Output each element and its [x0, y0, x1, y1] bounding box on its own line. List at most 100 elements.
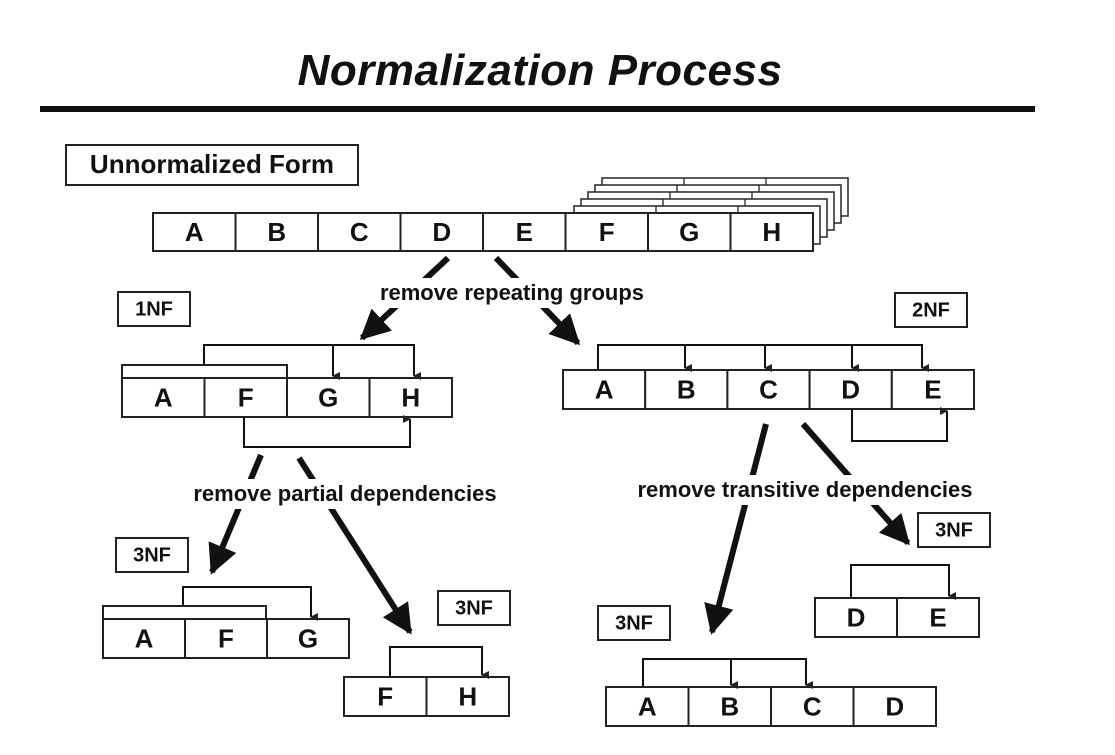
- nf3-fh-cell-f: [343, 676, 428, 717]
- nf3-abcd-cell-label-b: B: [720, 691, 739, 721]
- badge-3nf-fh-label: 3NF: [455, 597, 493, 619]
- nf1-cell-g: [286, 377, 371, 418]
- badge-3nf-afg-box: [115, 537, 189, 573]
- nf3-abcd-cell-a: [605, 686, 690, 727]
- unnormalized-cell-label-b: B: [267, 217, 286, 247]
- step-remove-repeating-groups-bg: [351, 278, 673, 308]
- nf3-afg-cell-label-f: F: [218, 623, 234, 653]
- nf3-abcd-dependency-to-b: [642, 658, 738, 689]
- step-remove-repeating-groups: remove repeating groups: [380, 280, 644, 305]
- nf2-cell-label-d: D: [841, 374, 860, 404]
- nf2-cell-label-e: E: [924, 374, 941, 404]
- badge-3nf-afg: 3NF: [115, 537, 189, 573]
- nf3-fh-cell-label-f: F: [377, 681, 393, 711]
- nf2-cell-d: [808, 369, 893, 410]
- nf3-fh-dependency-f-h: [389, 646, 489, 679]
- nf3-de-dependency-d-e: [850, 564, 956, 600]
- nf3-fh-cell-h: [425, 676, 510, 717]
- unnormalized-form-label: Unnormalized Form: [65, 144, 359, 186]
- nf3-abcd-cell-b: [687, 686, 772, 727]
- unnormalized-cell-h: [729, 212, 814, 252]
- nf2-cell-label-b: B: [677, 374, 696, 404]
- nf2-dependency-to-e: [852, 344, 929, 372]
- unnormalized-cell-label-c: C: [350, 217, 369, 247]
- step-remove-transitive-dependencies: remove transitive dependencies: [637, 477, 972, 502]
- nf2-cell-label-a: A: [595, 374, 614, 404]
- unnormalized-table: A B C D E F G H: [152, 212, 814, 252]
- nf1-cell-label-h: H: [401, 382, 420, 412]
- unnormalized-cell-label-e: E: [516, 217, 533, 247]
- nf3-afg-dependency-to-g: [182, 586, 318, 621]
- badge-3nf-fh: 3NF: [437, 590, 511, 626]
- badge-1nf: 1NF: [117, 291, 191, 327]
- badge-2nf-label: 2NF: [912, 299, 950, 321]
- arrow-to-3nf-abcd: [704, 423, 769, 635]
- nf1-composite-key-bar: [121, 364, 288, 379]
- arrow-to-3nf-afg: [208, 453, 264, 575]
- nf3-afg-cell-label-a: A: [135, 623, 154, 653]
- nf3-afg-cell-g: [266, 618, 350, 659]
- nf1-dependency-to-h: [333, 344, 421, 380]
- unnormalized-cell-d: [399, 212, 484, 252]
- diagram-title: Normalization Process: [297, 46, 783, 95]
- step-remove-transitive-dependencies-bg: [601, 475, 1009, 505]
- nf3-abcd-dependency-to-c: [731, 658, 813, 689]
- unnormalized-form-label-box: [65, 144, 359, 186]
- badge-3nf-abcd-label: 3NF: [615, 612, 653, 634]
- nf3-afg-cell-label-g: G: [298, 623, 318, 653]
- nf3-abcd-cell-label-c: C: [803, 691, 822, 721]
- unnormalized-cell-label-d: D: [432, 217, 451, 247]
- unnormalized-cell-label-f: F: [599, 217, 615, 247]
- badge-3nf-afg-label: 3NF: [133, 544, 171, 566]
- nf2-table: A B C D E: [562, 369, 975, 410]
- nf3-afg-composite-key-bar: [102, 605, 267, 620]
- nf3-de-cell-label-e: E: [929, 602, 946, 632]
- nf2-cell-c: [726, 369, 811, 410]
- nf2-cell-e: [890, 369, 975, 410]
- unnormalized-cell-label-a: A: [185, 217, 204, 247]
- badge-3nf-de-label: 3NF: [935, 519, 973, 541]
- nf3-de-cell-d: [814, 597, 898, 638]
- unnormalized-cell-label-h: H: [762, 217, 781, 247]
- nf3-fh-cell-label-h: H: [458, 681, 477, 711]
- nf2-dependency-to-c: [685, 344, 772, 372]
- badge-2nf: 2NF: [894, 292, 968, 328]
- nf3-abcd-cell-label-a: A: [638, 691, 657, 721]
- nf3-de-cell-e: [896, 597, 980, 638]
- nf3-abcd-cell-label-d: D: [885, 691, 904, 721]
- badge-3nf-abcd-box: [597, 605, 671, 641]
- nf1-cell-label-g: G: [318, 382, 338, 412]
- badge-3nf-de: 3NF: [917, 512, 991, 548]
- badge-3nf-abcd: 3NF: [597, 605, 671, 641]
- nf1-partial-dependency-f-h: [243, 415, 411, 448]
- nf2-cell-a: [562, 369, 647, 410]
- badge-3nf-fh-box: [437, 590, 511, 626]
- nf3-abcd-table: A B C D: [605, 686, 937, 727]
- nf3-de-cell-label-d: D: [847, 602, 866, 632]
- nf1-cell-label-a: A: [154, 382, 173, 412]
- nf1-cell-label-f: F: [238, 382, 254, 412]
- nf2-dependency-to-b: [597, 344, 692, 372]
- nf2-cell-b: [644, 369, 729, 410]
- nf2-transitive-dependency-d-e: [851, 407, 948, 442]
- nf1-dependency-to-g: [203, 344, 340, 380]
- step-remove-partial-dependencies: remove partial dependencies: [193, 481, 496, 506]
- unnormalized-cell-f: [564, 212, 649, 252]
- nf3-abcd-cell-d: [852, 686, 937, 727]
- unnormalized-cell-c: [317, 212, 402, 252]
- badge-2nf-box: [894, 292, 968, 328]
- badge-1nf-box: [117, 291, 191, 327]
- nf2-dependency-to-d: [765, 344, 859, 372]
- unnormalized-cell-b: [234, 212, 319, 252]
- unnormalized-cell-label-g: G: [679, 217, 699, 247]
- step-remove-partial-dependencies-bg: [160, 479, 530, 509]
- unnormalized-form-label-label: Unnormalized Form: [90, 149, 334, 179]
- nf2-cell-label-c: C: [759, 374, 778, 404]
- title-underline: [40, 106, 1035, 112]
- badge-3nf-de-box: [917, 512, 991, 548]
